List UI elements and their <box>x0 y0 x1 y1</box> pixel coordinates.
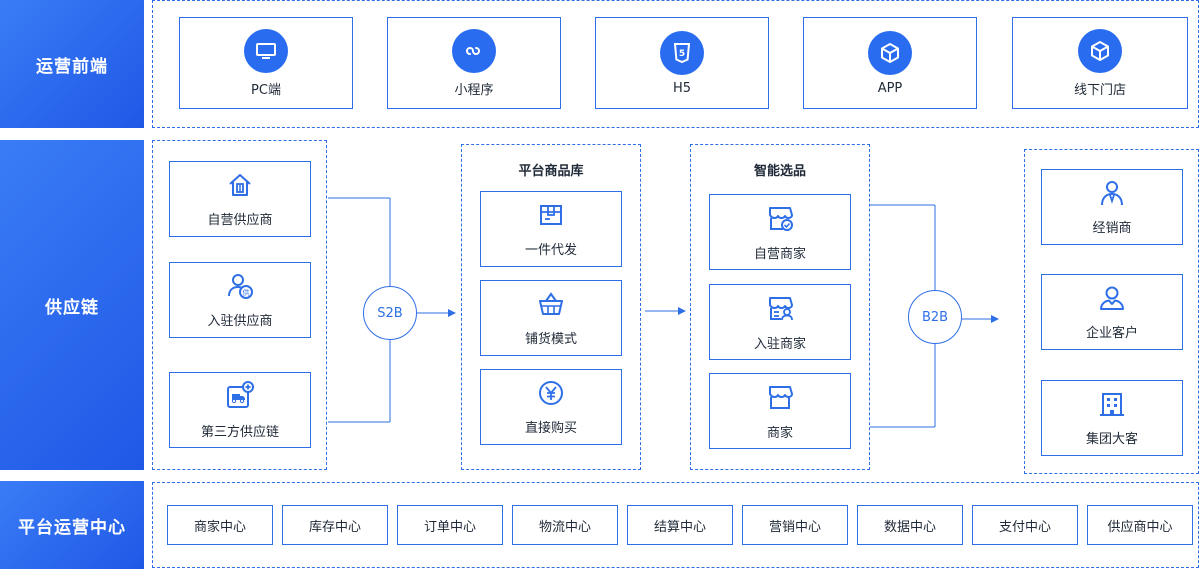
group-building-icon <box>1098 390 1126 422</box>
center-item-label: 商家中心 <box>193 519 246 535</box>
frontend-item-miniprogram[interactable]: 小程序 <box>387 17 561 109</box>
band-frontend-label: 运营前端 <box>36 56 108 77</box>
s2b-label: S2B <box>377 305 403 321</box>
selection-item-store[interactable]: 商家 <box>709 373 851 449</box>
source-settled-supplier[interactable]: 供 入驻供应商 <box>169 262 311 338</box>
library-item-distribution[interactable]: 铺货模式 <box>480 280 622 356</box>
frontend-item-pc[interactable]: PC端 <box>179 17 353 109</box>
monitor-icon <box>244 28 288 73</box>
library-item-label: 一件代发 <box>524 242 577 258</box>
b2b-node: B2B <box>908 290 962 344</box>
frontend-item-h5[interactable]: 5 H5 <box>595 17 769 109</box>
dealer-icon <box>1098 179 1126 211</box>
package-icon <box>537 201 565 233</box>
b2b-label: B2B <box>921 309 949 325</box>
center-item-marketing[interactable]: 营销中心 <box>742 505 848 545</box>
source-self-supplier[interactable]: 自营供应商 <box>169 161 311 237</box>
customer-group[interactable]: 集团大客 <box>1041 380 1183 456</box>
store-icon <box>765 382 795 416</box>
selection-item-self-store[interactable]: 自营商家 <box>709 194 851 270</box>
center-item-settlement[interactable]: 结算中心 <box>627 505 733 545</box>
frontend-item-label: 线下门店 <box>1073 82 1126 98</box>
center-item-label: 结算中心 <box>653 519 706 535</box>
app-cube-icon <box>868 30 912 75</box>
center-item-label: 数据中心 <box>883 519 936 535</box>
third-party-truck-icon <box>225 380 255 415</box>
html5-icon: 5 <box>660 30 704 75</box>
store-cube-icon <box>1078 28 1122 73</box>
center-container <box>152 482 1199 568</box>
customer-enterprise[interactable]: 企业客户 <box>1041 274 1183 350</box>
band-center-label: 平台运营中心 <box>18 517 126 538</box>
center-item-payment[interactable]: 支付中心 <box>972 505 1078 545</box>
center-item-label: 库存中心 <box>308 519 361 535</box>
center-item-logistics[interactable]: 物流中心 <box>512 505 618 545</box>
customer-label: 企业客户 <box>1085 325 1138 341</box>
center-item-label: 物流中心 <box>538 519 591 535</box>
selection-title: 智能选品 <box>753 164 806 179</box>
band-supply-label: 供应链 <box>45 297 99 318</box>
source-third-party[interactable]: 第三方供应链 <box>169 372 311 448</box>
center-item-label: 支付中心 <box>998 519 1051 535</box>
library-item-dropship[interactable]: 一件代发 <box>480 191 622 267</box>
library-container <box>461 144 641 470</box>
frontend-item-offline-store[interactable]: 线下门店 <box>1012 17 1188 109</box>
center-item-data[interactable]: 数据中心 <box>857 505 963 545</box>
self-supplier-icon <box>226 171 254 203</box>
mini-program-icon <box>452 28 496 73</box>
center-item-inventory[interactable]: 库存中心 <box>282 505 388 545</box>
band-supply: 供应链 <box>0 140 144 470</box>
frontend-item-label: APP <box>877 80 903 96</box>
settled-store-icon <box>765 293 795 327</box>
selection-item-label: 入驻商家 <box>753 336 806 352</box>
selection-container <box>690 144 870 470</box>
frontend-item-app[interactable]: APP <box>803 17 977 109</box>
source-label: 自营供应商 <box>207 212 273 228</box>
library-item-direct-buy[interactable]: 直接购买 <box>480 369 622 445</box>
basket-icon <box>537 290 565 322</box>
customers-container <box>1024 149 1199 474</box>
frontend-container <box>152 0 1199 128</box>
s2b-node: S2B <box>363 286 417 340</box>
center-item-label: 营销中心 <box>768 519 821 535</box>
customer-dealer[interactable]: 经销商 <box>1041 169 1183 245</box>
source-label: 第三方供应链 <box>200 424 279 440</box>
library-title: 平台商品库 <box>518 164 584 179</box>
center-item-label: 订单中心 <box>423 519 476 535</box>
band-frontend: 运营前端 <box>0 0 144 128</box>
sources-container <box>152 140 327 470</box>
svg-text:供: 供 <box>243 288 250 297</box>
self-store-icon <box>765 203 795 237</box>
band-center: 平台运营中心 <box>0 481 144 569</box>
library-item-label: 直接购买 <box>524 420 577 436</box>
selection-item-label: 自营商家 <box>753 246 806 262</box>
frontend-item-label: H5 <box>672 80 692 96</box>
frontend-item-label: 小程序 <box>454 82 494 98</box>
selection-item-label: 商家 <box>766 425 793 441</box>
center-item-label: 供应商中心 <box>1107 519 1173 535</box>
center-item-order[interactable]: 订单中心 <box>397 505 503 545</box>
frontend-item-label: PC端 <box>251 82 281 98</box>
enterprise-customer-icon <box>1098 284 1126 316</box>
center-item-merchant[interactable]: 商家中心 <box>167 505 273 545</box>
source-label: 入驻供应商 <box>207 313 273 329</box>
library-item-label: 铺货模式 <box>524 331 577 347</box>
svg-text:5: 5 <box>679 49 685 59</box>
settled-supplier-icon: 供 <box>226 272 254 304</box>
customer-label: 经销商 <box>1092 220 1132 236</box>
selection-item-settled-store[interactable]: 入驻商家 <box>709 284 851 360</box>
customer-label: 集团大客 <box>1085 431 1138 447</box>
yuan-coin-icon <box>537 379 565 411</box>
center-item-supplier[interactable]: 供应商中心 <box>1087 505 1193 545</box>
